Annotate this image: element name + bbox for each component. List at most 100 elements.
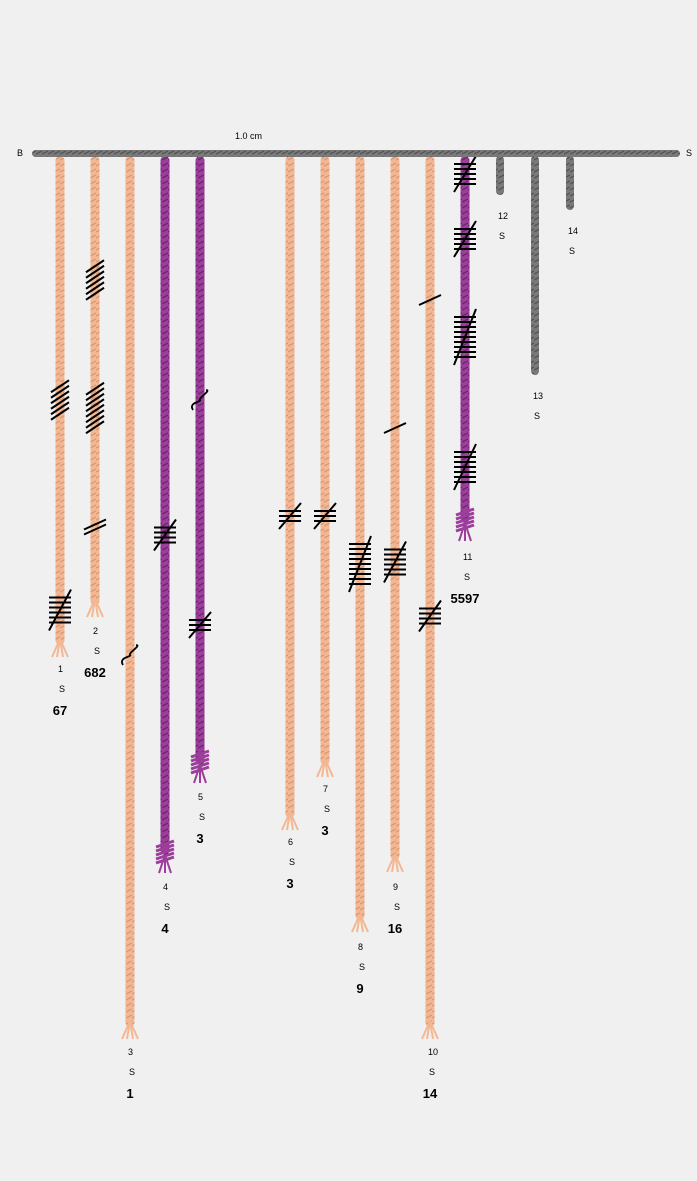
long-knot-turn <box>85 403 105 418</box>
cord-direction-label: S <box>94 646 100 656</box>
cord-tassel <box>316 758 334 778</box>
pendant-cord-3: 3S 1 <box>121 156 139 1101</box>
cord-end-knot <box>455 507 475 542</box>
long-knot-turn <box>85 381 105 396</box>
cord-value-label: 1 <box>126 1086 133 1101</box>
cord-direction-label: S <box>164 902 170 912</box>
pendant-cord-10: 10S 14 <box>418 156 442 1101</box>
single-knot-stroke <box>383 541 407 583</box>
cord-rope <box>55 156 65 645</box>
cord-value-label: 5597 <box>451 591 480 606</box>
pendant-cord-4: 4S4 <box>153 156 177 936</box>
cord-rope <box>566 156 574 210</box>
long-knot-turn <box>50 401 70 416</box>
cord-rope <box>285 156 295 818</box>
cord-end-knot <box>190 749 210 784</box>
cord-direction-label: S <box>534 411 540 421</box>
long-knot-turn <box>85 264 105 279</box>
single-knot-stroke <box>453 220 477 258</box>
cord-number-label: 12 <box>498 211 508 221</box>
cord-tassel <box>86 598 104 618</box>
single-knot-stroke <box>313 502 337 530</box>
cord-rope <box>195 156 205 765</box>
cord-end-knot <box>155 839 175 874</box>
long-knot-turn <box>50 390 70 405</box>
cord-rope <box>125 156 135 1027</box>
cord-direction-label: S <box>289 857 295 867</box>
long-knot-turn <box>85 281 105 296</box>
cord-value-label: 9 <box>356 981 363 996</box>
cord-direction-label: S <box>199 812 205 822</box>
long-knot-turn <box>85 409 105 424</box>
cord-rope <box>160 156 170 855</box>
long-knot-turn <box>50 406 70 421</box>
cord-number-label: 10 <box>428 1047 438 1057</box>
cord-direction-label: S <box>59 684 65 694</box>
cord-number-label: 4 <box>163 882 168 892</box>
single-knot-mark <box>83 518 107 531</box>
long-knot-turn <box>85 398 105 413</box>
cord-number-label: 1 <box>58 664 63 674</box>
pendant-cord-13: 13S <box>531 156 543 421</box>
cord-direction-label: S <box>429 1067 435 1077</box>
pendant-cord-14: 14S <box>566 156 578 256</box>
cord-direction-label: S <box>394 902 400 912</box>
single-knot-stroke <box>453 155 477 193</box>
cord-direction-label: S <box>499 231 505 241</box>
long-knot-turn <box>50 384 70 399</box>
cord-number-label: 5 <box>198 792 203 802</box>
single-knot-mark <box>383 422 407 434</box>
figure-eight-knot <box>121 644 139 666</box>
long-knot-turn <box>85 259 105 274</box>
cord-tassel <box>281 811 299 831</box>
cord-number-label: 14 <box>568 226 578 236</box>
cord-number-label: 9 <box>393 882 398 892</box>
cord-tassel <box>351 913 369 933</box>
cord-tassel <box>386 853 404 873</box>
cord-number-label: 2 <box>93 626 98 636</box>
cord-rope <box>390 156 400 860</box>
cord-rope <box>320 156 330 765</box>
primary-cord-start-label: B <box>17 148 23 158</box>
pendant-cord-8: 8S9 <box>348 156 372 996</box>
cord-rope <box>531 156 539 375</box>
primary-cord-rope <box>32 150 680 157</box>
cord-rope <box>90 156 100 605</box>
long-knot-turn <box>50 395 70 410</box>
single-knot-stroke <box>348 535 372 593</box>
primary-cord <box>32 150 680 157</box>
cord-number-label: 8 <box>358 942 363 952</box>
long-knot-turn <box>85 387 105 402</box>
single-knot-mark <box>83 523 107 536</box>
cord-rope <box>425 156 435 1027</box>
cord-tassel <box>51 638 69 658</box>
cord-tassel <box>121 1020 139 1040</box>
long-knot-turn <box>50 379 70 394</box>
long-knot-turn <box>85 414 105 429</box>
cord-value-label: 16 <box>388 921 402 936</box>
cord-number-label: 3 <box>128 1047 133 1057</box>
cord-tassel <box>421 1020 439 1040</box>
cord-value-label: 3 <box>196 831 203 846</box>
pendant-cord-6: 6S3 <box>278 156 302 891</box>
cord-number-label: 11 <box>463 552 472 562</box>
cord-value-label: 14 <box>423 1086 438 1101</box>
figure-eight-knot <box>191 389 209 411</box>
long-knot-turn <box>85 392 105 407</box>
cord-rope <box>355 156 365 920</box>
cord-direction-label: S <box>129 1067 135 1077</box>
single-knot-stroke <box>278 502 302 530</box>
single-knot-stroke <box>48 589 72 631</box>
cord-value-label: 3 <box>321 823 328 838</box>
long-knot-turn <box>85 420 105 435</box>
pendant-cord-7: 7S3 <box>313 156 337 838</box>
scale-label: 1.0 cm <box>235 131 262 141</box>
cord-value-label: 4 <box>161 921 169 936</box>
primary-cord-end-label: S <box>686 148 692 158</box>
pendant-cord-5: 5S 3 <box>188 156 212 846</box>
